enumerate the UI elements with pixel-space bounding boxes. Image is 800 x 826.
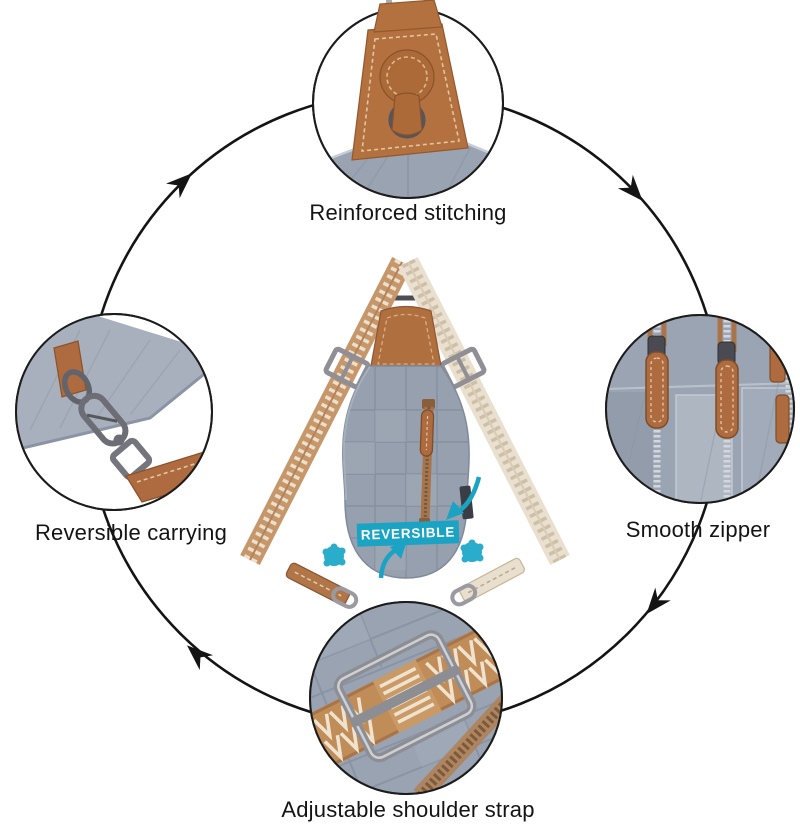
reversible-badge: REVERSIBLE: [356, 520, 460, 547]
bag-photo: [240, 257, 570, 609]
pompom-left-icon: [322, 543, 346, 567]
feature-label-reinforced-stitching: Reinforced stitching: [309, 200, 507, 225]
feature-label-smooth-zipper: Smooth zipper: [625, 517, 771, 542]
flow-arrowhead-bottom-right: [646, 587, 671, 615]
feature-label-reversible-carrying: Reversible carrying: [34, 520, 228, 545]
strap-end-left: [285, 562, 359, 609]
callout-arrow-zipper-icon: [446, 476, 482, 520]
slider-buckle-icon: [333, 630, 477, 763]
callout-photo-stitching: [312, 0, 504, 199]
callout-photo-strap: [309, 601, 503, 795]
square-ring-icon: [109, 437, 153, 481]
pompom-right-icon: [460, 539, 484, 563]
flow-arrowhead-bottom-left: [187, 645, 214, 671]
callout-arrow-bottom-icon: [378, 541, 407, 579]
callout-photo-zipper: [605, 314, 795, 504]
shoulder-strap-left: [240, 257, 412, 565]
callout-photo-carrying: [15, 313, 213, 511]
flow-arrowhead-top-left: [166, 173, 192, 199]
shoulder-strap-right: [398, 257, 570, 565]
woven-strap: [310, 618, 502, 776]
strap-end-right: [450, 557, 525, 607]
feature-label-adjustable-shoulder-strap: Adjustable shoulder strap: [281, 797, 535, 822]
flow-arrowhead-top-right: [617, 174, 643, 201]
